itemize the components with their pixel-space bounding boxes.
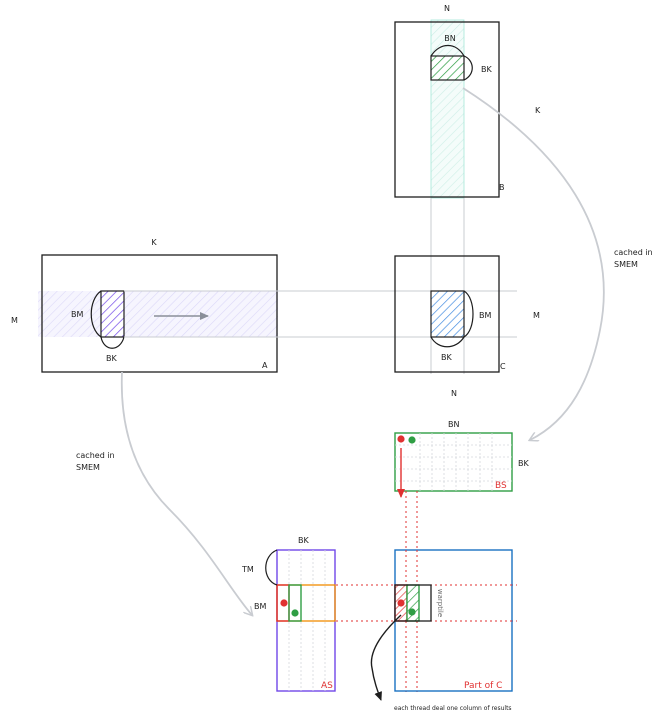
- cache-b-label-line2: SMEM: [614, 260, 638, 269]
- a-tile-brace-k: [100, 336, 125, 349]
- b-tile-k-label: BK: [481, 65, 492, 74]
- as-tile: BK TM BM AS: [241, 536, 336, 692]
- as-green-dot: [291, 609, 299, 617]
- c-n-label: N: [451, 389, 457, 398]
- a-name-label: A: [262, 361, 268, 370]
- partc-red-dot: [397, 599, 405, 607]
- as-name-label: AS: [321, 681, 333, 691]
- matrix-c: BM M BK C N: [394, 255, 540, 398]
- partc-green-column: [406, 584, 420, 622]
- b-column-band: [430, 19, 465, 199]
- bs-tile: BN BK BS: [394, 420, 529, 498]
- note-label: each thread deal one column of results: [394, 705, 512, 712]
- bs-green-dot: [408, 436, 416, 444]
- partc-side-label: warptile: [436, 589, 444, 617]
- b-tile-n-label: BN: [444, 34, 455, 43]
- matrix-b: N BN BK K B: [394, 4, 541, 199]
- partc-warptile: [394, 584, 432, 622]
- cache-a-label-line2: SMEM: [76, 463, 100, 472]
- c-tile-brace-m: [463, 290, 474, 338]
- b-tile-brace-k: [463, 55, 473, 81]
- b-n-label: N: [444, 4, 450, 13]
- a-tile-brace-m: [90, 290, 102, 338]
- bs-grid: [395, 433, 512, 491]
- bs-red-dot: [397, 435, 405, 443]
- partc-green-dot: [408, 608, 416, 616]
- a-tile: [100, 290, 125, 338]
- bs-k-label: BK: [518, 459, 529, 468]
- c-m-label: M: [533, 311, 540, 320]
- b-name-label: B: [499, 183, 505, 192]
- cache-b-label-line1: cached in: [614, 248, 653, 257]
- as-m-label: BM: [254, 602, 266, 611]
- a-row-band: [38, 291, 278, 337]
- c-tile-m-label: BM: [479, 311, 491, 320]
- partc-name-label: Part of C: [464, 681, 502, 691]
- a-k-label: K: [151, 238, 157, 247]
- bs-n-label: BN: [448, 420, 459, 429]
- as-k-label: BK: [298, 536, 309, 545]
- bs-name-label: BS: [495, 481, 507, 491]
- matrix-a: K M BM BK A: [11, 238, 278, 373]
- c-tile-brace-n: [430, 336, 465, 348]
- a-m-label: M: [11, 316, 18, 325]
- a-tile-k-label: BK: [106, 354, 117, 363]
- cache-a-label-line1: cached in: [76, 451, 115, 460]
- as-red-dot: [280, 599, 288, 607]
- b-k-label: K: [535, 106, 541, 115]
- b-to-c-guides: [430, 198, 465, 374]
- c-name-label: C: [500, 362, 506, 371]
- c-tile-n-label: BK: [441, 353, 452, 362]
- b-tile: [430, 55, 465, 81]
- c-tile: [430, 290, 465, 338]
- as-green-column: [288, 584, 302, 622]
- as-brace-tm: [265, 549, 278, 586]
- a-matrix-box: [41, 254, 278, 373]
- as-grid: [288, 550, 326, 691]
- c-matrix-box: [394, 255, 500, 373]
- b-tile-brace-n: [430, 44, 465, 57]
- cache-arrow-a: [120, 371, 252, 615]
- note-arrow: [370, 614, 402, 701]
- b-matrix-box: [394, 21, 500, 198]
- a-tile-m-label: BM: [71, 310, 83, 319]
- part-of-c: warptile Part of C each thread deal one …: [370, 549, 513, 712]
- as-tm-label: TM: [241, 565, 254, 574]
- cache-arrow-b: [462, 87, 605, 440]
